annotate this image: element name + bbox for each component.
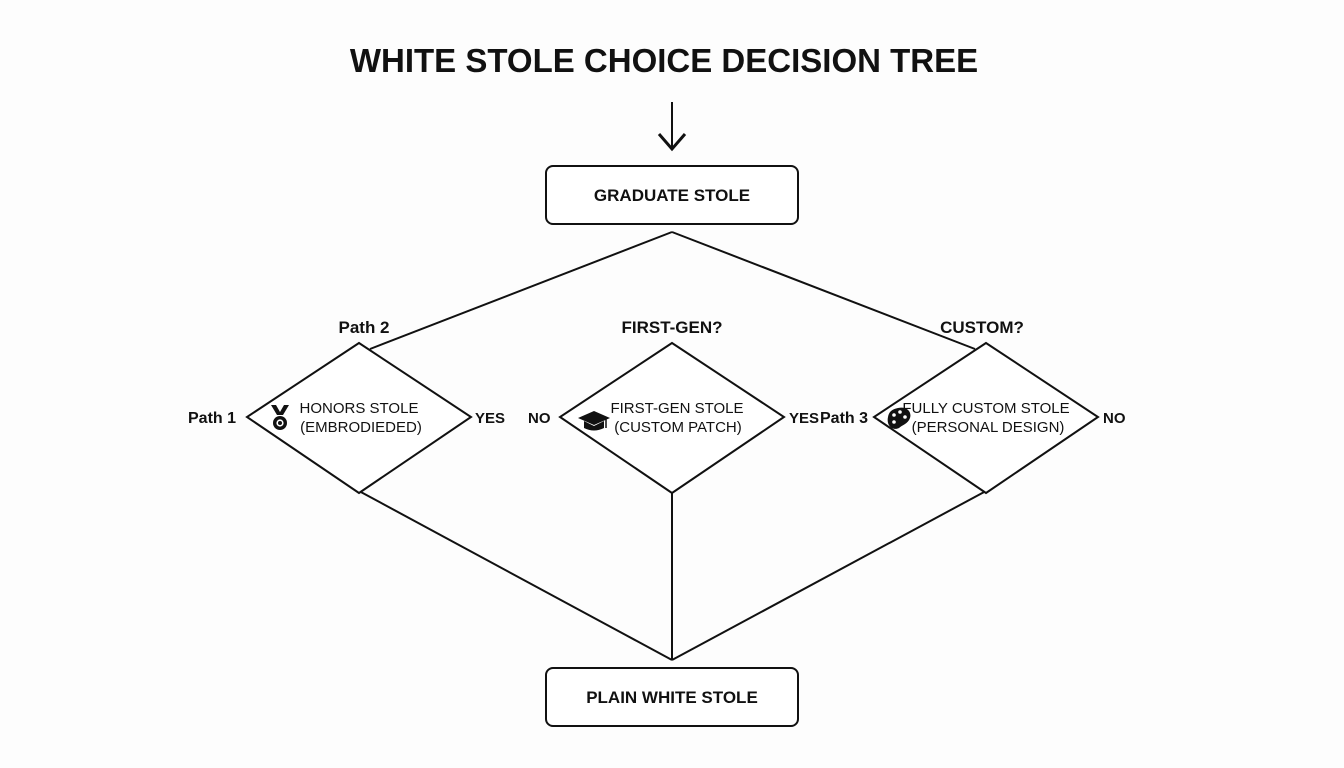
firstgen-decision: FIRST-GEN STOLE (CUSTOM PATCH) — [558, 341, 786, 495]
edge-custom-to-end — [671, 490, 987, 661]
end-node-label: PLAIN WHITE STOLE — [586, 688, 758, 707]
start-arrow — [657, 102, 687, 152]
honors-line2: (EMBRODIEDED) — [300, 419, 422, 436]
edge-start-to-honors — [369, 231, 673, 350]
graduation-cap-icon — [578, 411, 610, 431]
palette-icon — [887, 407, 911, 429]
honors-decision: HONORS STOLE (EMBRODIEDED) — [245, 341, 473, 495]
firstgen-line1: FIRST-GEN STOLE — [610, 400, 743, 417]
question-right-label: CUSTOM? — [940, 318, 1024, 337]
firstgen-no-label: NO — [528, 410, 551, 427]
firstgen-line2: (CUSTOM PATCH) — [614, 419, 742, 436]
honors-yes-label: YES — [475, 410, 505, 427]
edge-start-to-custom — [671, 231, 976, 350]
start-node-label: GRADUATE STOLE — [594, 186, 750, 205]
question-middle-label: FIRST-GEN? — [621, 318, 722, 337]
custom-line2: (PERSONAL DESIGN) — [912, 419, 1065, 436]
custom-line1: FULLY CUSTOM STOLE — [902, 400, 1069, 417]
diagram-title: WHITE STOLE CHOICE DECISION TREE — [350, 42, 978, 79]
edge-honors-to-end — [358, 490, 673, 661]
start-node: GRADUATE STOLE — [545, 165, 799, 225]
question-left-label: Path 2 — [338, 318, 389, 337]
path1-label: Path 1 — [188, 410, 236, 427]
path3-label: Path 3 — [820, 410, 868, 427]
custom-no-label: NO — [1103, 410, 1126, 427]
medal-icon — [271, 405, 289, 430]
custom-decision: FULLY CUSTOM STOLE (PERSONAL DESIGN) — [872, 341, 1100, 495]
connector-lines — [358, 231, 987, 661]
firstgen-yes-label: YES — [789, 410, 819, 427]
end-node: PLAIN WHITE STOLE — [545, 667, 799, 727]
honors-line1: HONORS STOLE — [300, 400, 419, 417]
